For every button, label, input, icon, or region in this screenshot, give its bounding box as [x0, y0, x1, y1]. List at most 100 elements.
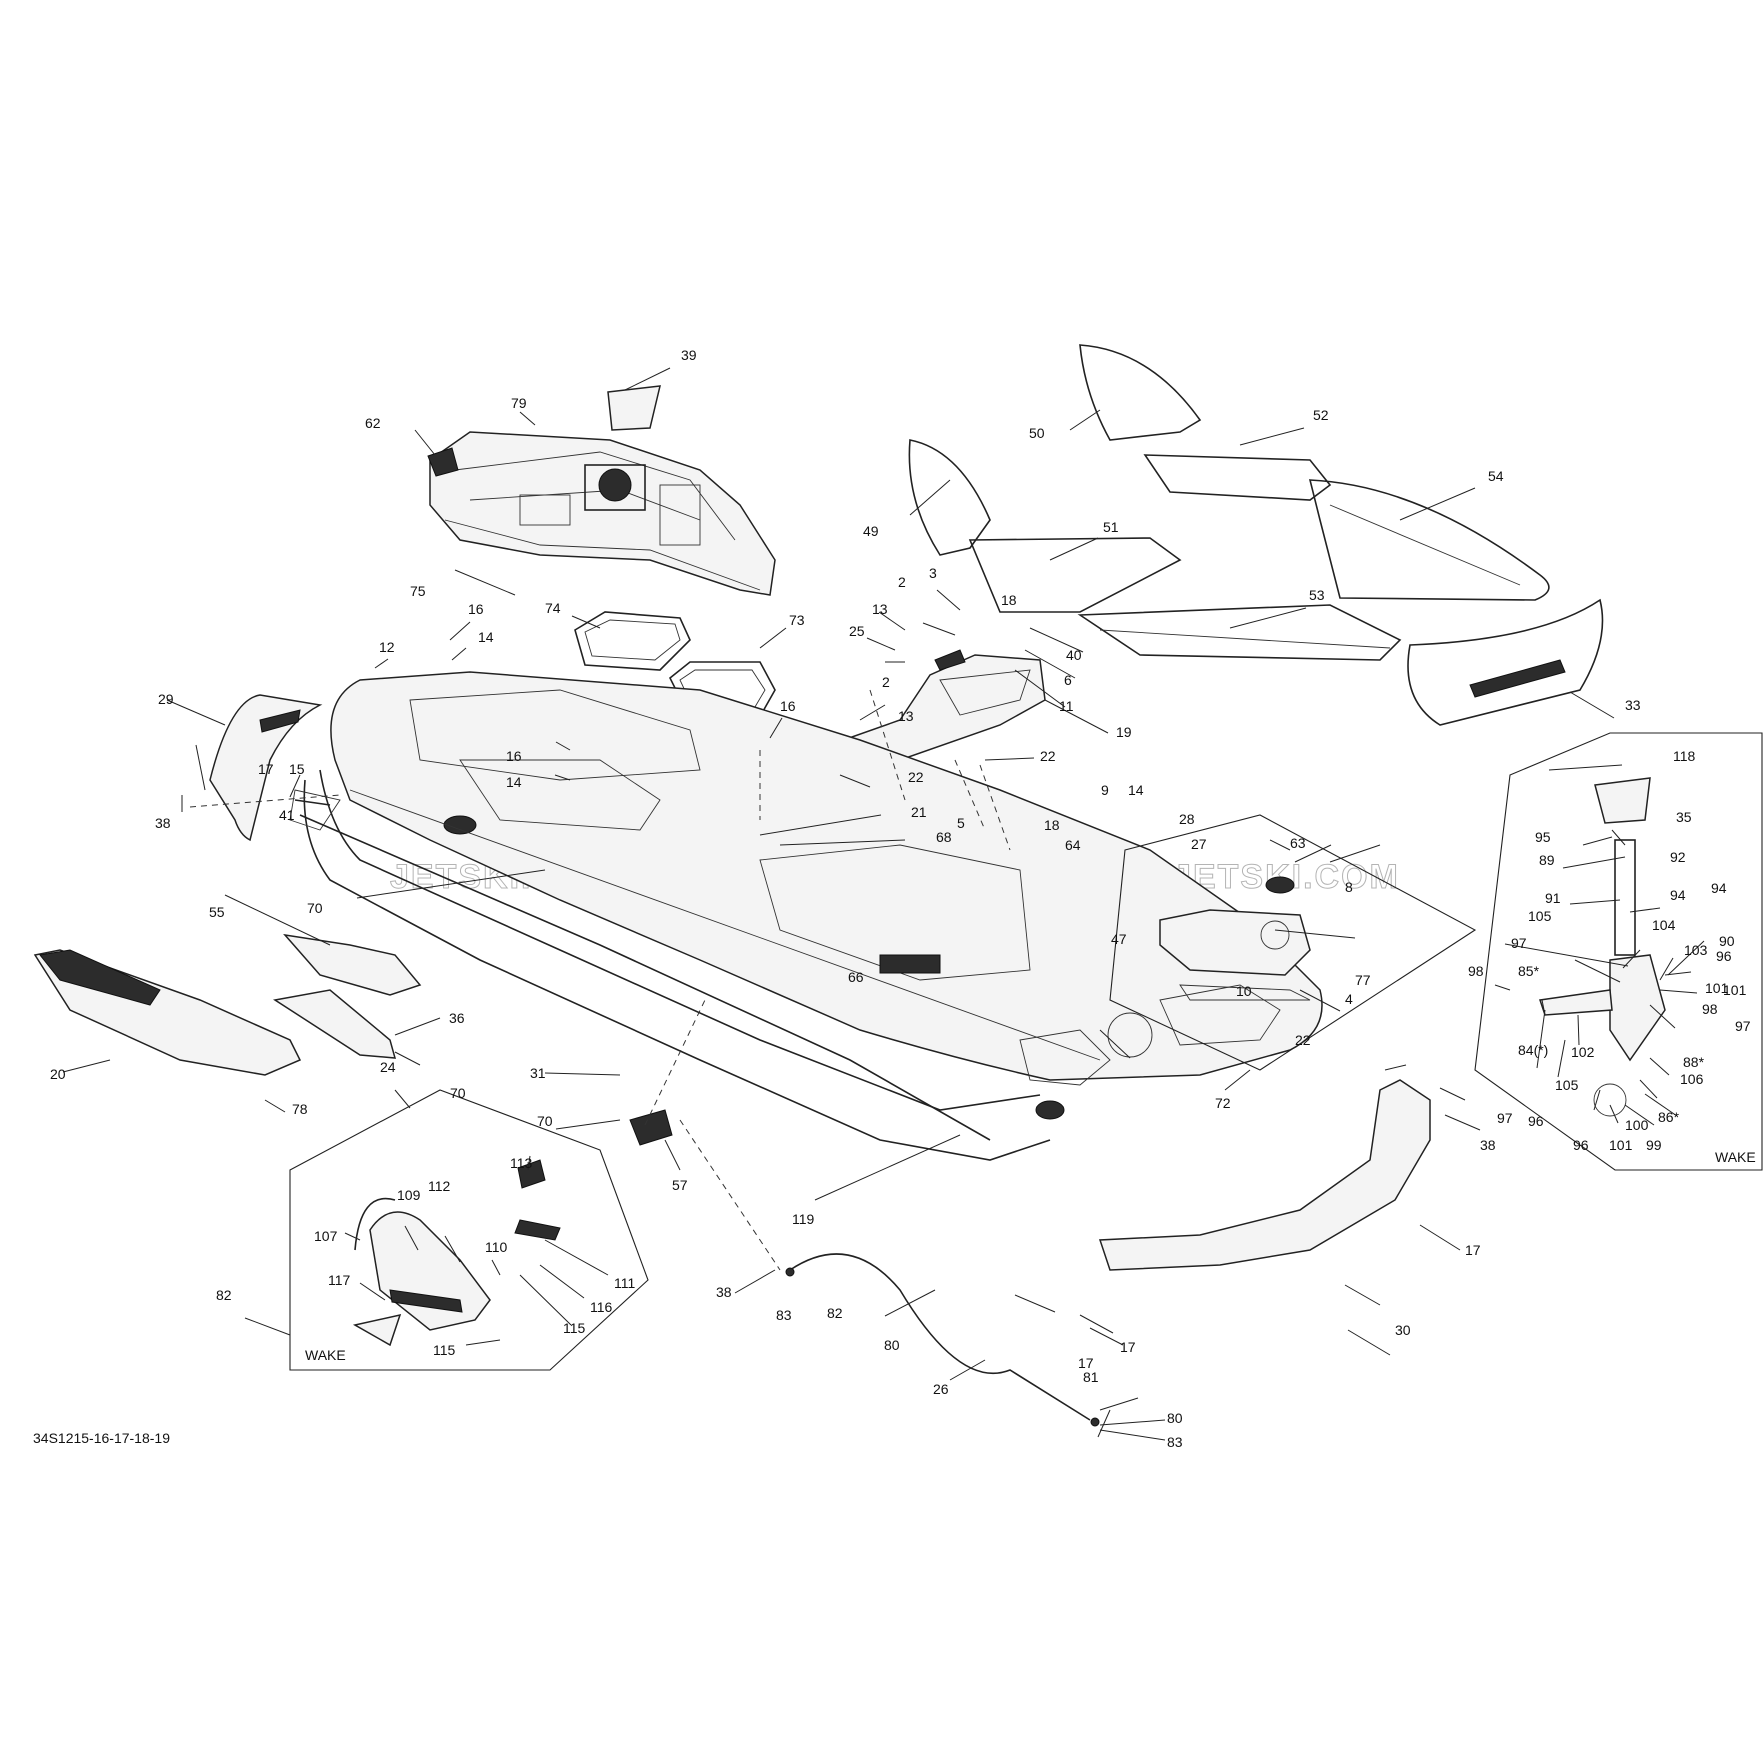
frame-wake-tow-label: WAKE: [305, 1347, 346, 1363]
callout: 14: [1128, 782, 1144, 798]
callout: 18: [1044, 817, 1060, 833]
callout: 22: [1040, 748, 1056, 764]
callout: 72: [1215, 1095, 1231, 1111]
gasket-74-part: [574, 611, 691, 671]
callout: 100: [1625, 1117, 1649, 1133]
seat-cover-49-part: [908, 439, 991, 556]
callout: 83: [776, 1307, 792, 1323]
callout: 70: [307, 900, 323, 916]
callout: 30: [1395, 1322, 1411, 1338]
rub-rail-part: [294, 799, 991, 1141]
callout: 52: [1313, 407, 1329, 423]
callout: 27: [1191, 836, 1207, 852]
callout: 68: [936, 829, 952, 845]
frame-kit-47: [1109, 814, 1477, 1071]
callout: 15: [289, 761, 305, 777]
callout: 47: [1111, 931, 1127, 947]
callout: 22: [908, 769, 924, 785]
callout: 99: [1646, 1137, 1662, 1153]
callout: 70: [450, 1085, 466, 1101]
callout: 98: [1702, 1001, 1718, 1017]
callout: 39: [681, 347, 697, 363]
callout: 73: [789, 612, 805, 628]
callout: 2: [882, 674, 890, 690]
side-panel-29-part: [209, 694, 323, 842]
callout: 105: [1555, 1077, 1579, 1093]
callout: 26: [933, 1381, 949, 1397]
callout: 64: [1065, 837, 1081, 853]
callout: 29: [158, 691, 174, 707]
callout: 13: [898, 708, 914, 724]
cable-26-part: [785, 1253, 1100, 1427]
callout: 17: [1465, 1242, 1481, 1258]
callout: 22: [1295, 1032, 1311, 1048]
callout: 101: [1705, 980, 1729, 996]
callout: 112: [428, 1178, 451, 1194]
callout: 16: [780, 698, 796, 714]
callout: 66: [848, 969, 864, 985]
callout: 82: [216, 1287, 232, 1303]
bracket-118-part: [629, 1109, 673, 1146]
leader-lines: [62, 367, 1705, 1441]
callout: 18: [1001, 592, 1017, 608]
stern-bumper-part: [1098, 1079, 1431, 1271]
callout: 31: [530, 1065, 546, 1081]
callout: 17: [258, 761, 274, 777]
callout: 35: [1676, 809, 1692, 825]
seat-cover-52-part: [1143, 454, 1332, 501]
callout: 3: [929, 565, 937, 581]
callout: 55: [209, 904, 225, 920]
trim-39-part: [607, 385, 661, 431]
callout: 84(*): [1518, 1042, 1548, 1058]
callout: 101: [1723, 982, 1747, 998]
callout: 57: [672, 1177, 688, 1193]
callout: 80: [1167, 1410, 1183, 1426]
callout-labels: 39 79 62 75 74 73 50 52 54 49 51 53 33 1…: [50, 347, 1751, 1450]
callout: 115: [433, 1342, 456, 1358]
callout: 97: [1497, 1110, 1513, 1126]
callout: 97: [1511, 935, 1527, 951]
seat-cover-51-part: [968, 537, 1182, 613]
callout: 98: [1468, 963, 1484, 979]
callout: 14: [478, 629, 494, 645]
tow-pylon-part: [352, 1159, 561, 1347]
callout: 40: [1066, 647, 1082, 663]
seat-cover-53-part: [1077, 604, 1402, 661]
callout: 54: [1488, 468, 1504, 484]
callout: 117: [328, 1272, 351, 1288]
callout: 116: [590, 1299, 613, 1315]
callout: 14: [506, 774, 522, 790]
seat-cover-54-part: [1308, 479, 1550, 601]
callout: 96: [1573, 1137, 1589, 1153]
callout: 81: [1083, 1369, 1099, 1385]
frame-wake-stern: WAKE: [1474, 732, 1763, 1171]
callout: 9: [1101, 782, 1109, 798]
callout: 53: [1309, 587, 1325, 603]
tow-post-part: [1539, 777, 1666, 1117]
callout: 25: [849, 623, 865, 639]
callout: 49: [863, 523, 879, 539]
callout: 79: [511, 395, 527, 411]
callout: 20: [50, 1066, 66, 1082]
callout: 90: [1719, 933, 1735, 949]
callout: 119: [792, 1211, 815, 1227]
callout: 10: [1236, 983, 1252, 999]
callout: 77: [1355, 972, 1371, 988]
callout: 82: [827, 1305, 843, 1321]
storage-bin-part: [427, 431, 776, 596]
callout: 62: [365, 415, 381, 431]
callout: 107: [314, 1228, 338, 1244]
callout: 89: [1539, 852, 1555, 868]
callout: 41: [279, 807, 295, 823]
callout: 88*: [1683, 1054, 1705, 1070]
callout: 105: [1528, 908, 1552, 924]
seat-cover-33-part: [1407, 598, 1604, 726]
callout: 91: [1545, 890, 1561, 906]
callout: 104: [1652, 917, 1676, 933]
callout: 75: [410, 583, 426, 599]
callout: 38: [155, 815, 171, 831]
callout: 24: [380, 1059, 396, 1075]
callout: 17: [1120, 1339, 1136, 1355]
callout: 118: [1673, 748, 1696, 764]
callout: 16: [506, 748, 522, 764]
